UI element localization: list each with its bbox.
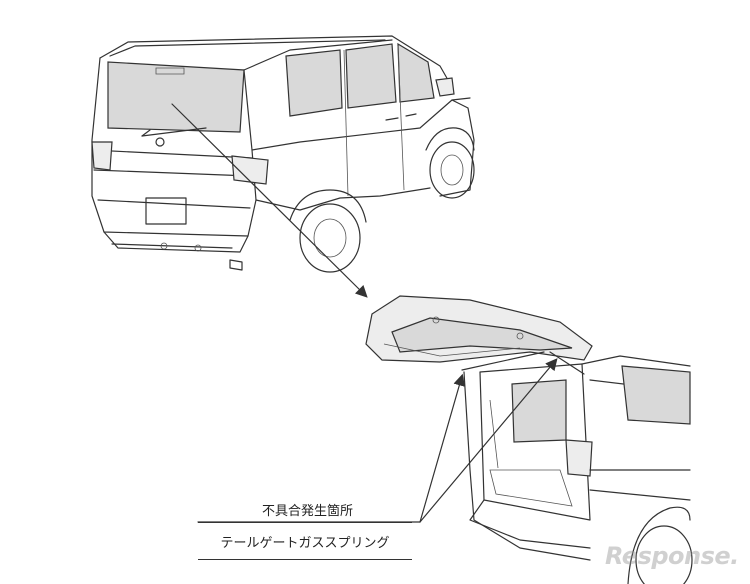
rear-wheel xyxy=(299,203,361,273)
rear-window xyxy=(107,61,245,133)
cargo-seat-back xyxy=(511,379,567,443)
side-window-rear xyxy=(285,49,343,117)
tail-lamp-open-van xyxy=(565,439,593,477)
leader-arrow-left xyxy=(419,373,466,523)
tail-lamp-left xyxy=(91,141,113,171)
license-plate-area xyxy=(145,197,187,225)
part-name-box: テールゲートガススプリング xyxy=(198,522,412,560)
defect-location-label: 不具合発生箇所 xyxy=(262,504,354,519)
gas-spring-left xyxy=(461,351,545,371)
front-wheel xyxy=(429,141,475,199)
part-name-label: テールゲートガススプリング xyxy=(220,535,390,551)
van-rear-closed xyxy=(91,35,475,273)
side-window-front xyxy=(397,42,435,103)
van-rear-open xyxy=(365,295,693,584)
side-window-open-van xyxy=(621,365,691,425)
pointer-arrow xyxy=(171,103,368,298)
side-mirror xyxy=(435,77,455,97)
response-watermark: Response. xyxy=(605,542,739,570)
leader-arrow-right xyxy=(419,358,558,523)
tail-lamp-right xyxy=(231,155,269,185)
side-window-middle xyxy=(345,43,397,109)
rear-wheel-open-van xyxy=(635,525,693,584)
gas-spring-right xyxy=(549,351,585,375)
